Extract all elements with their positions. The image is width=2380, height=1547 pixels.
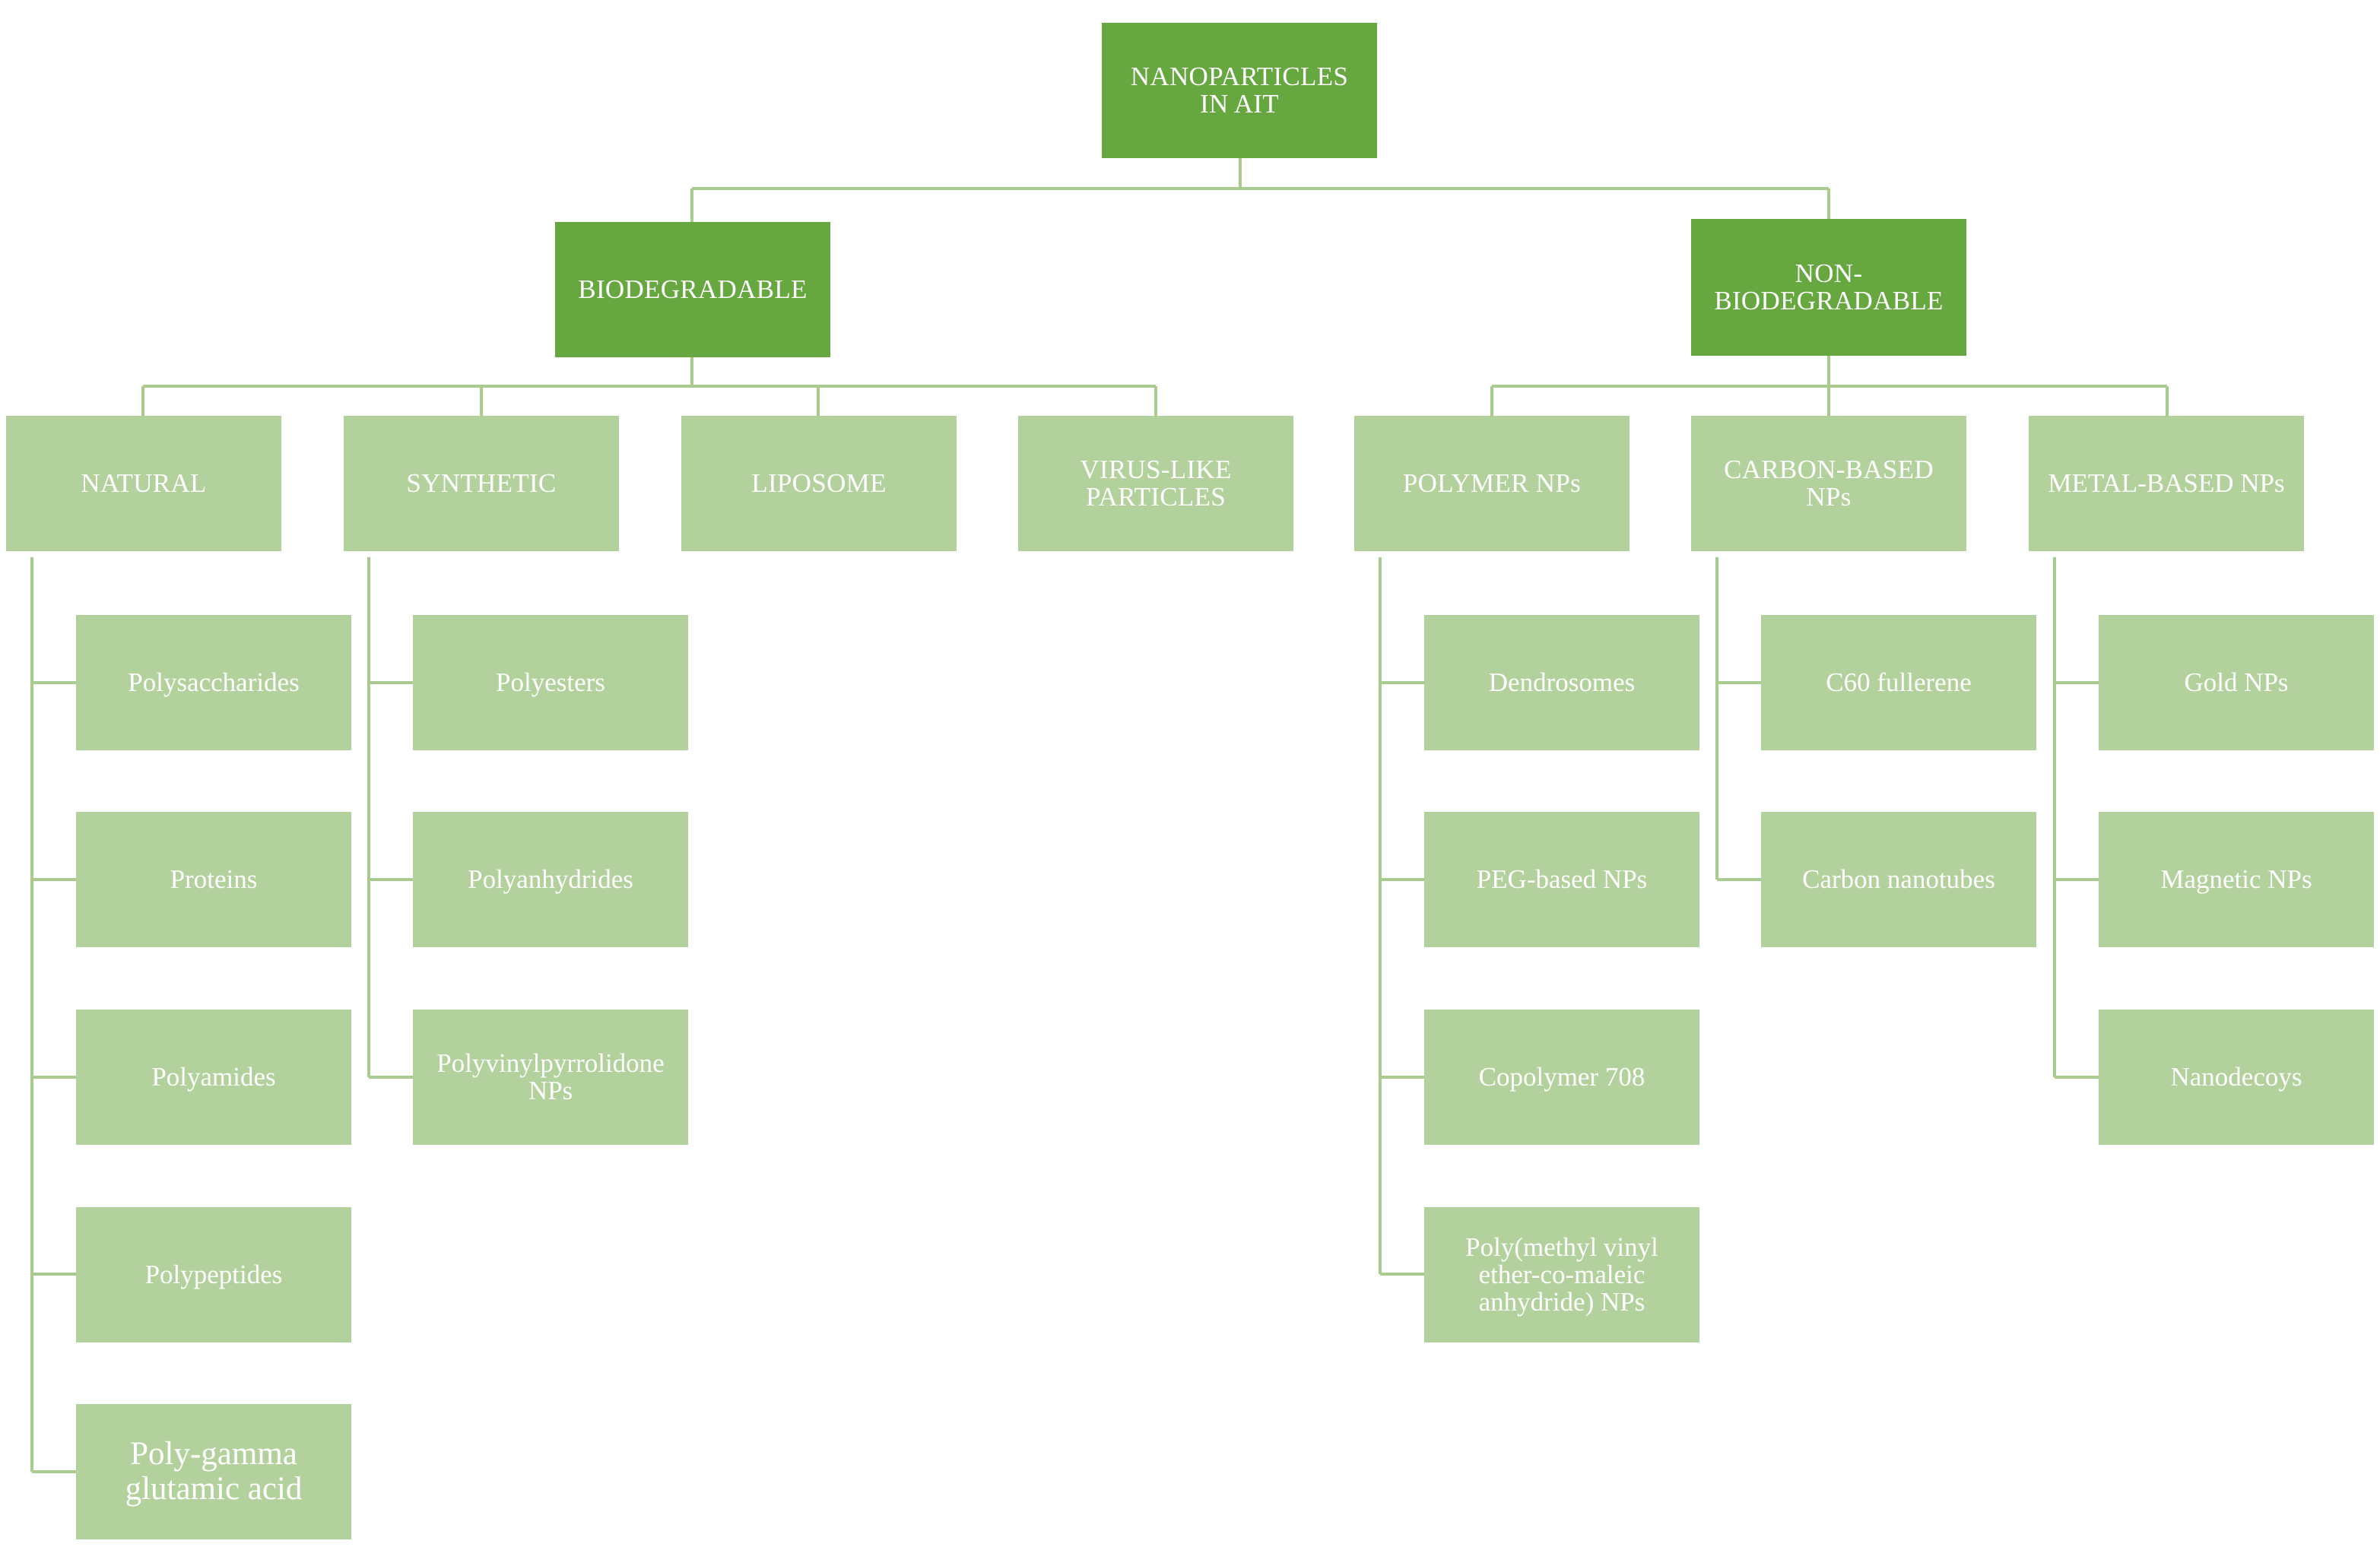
leaf-polysaccharides: Polysaccharides: [76, 615, 351, 750]
leaf-poly-methyl-vinyl-ether-co-maleic-anhydride-nps: Poly(methyl vinyl ether-co-maleic anhydr…: [1424, 1207, 1699, 1343]
root-line-2: IN AIT: [1200, 89, 1279, 119]
category-natural: NATURAL: [6, 416, 281, 551]
leaf-polyesters: Polyesters: [413, 615, 688, 750]
leaf-peg-based-nps: PEG-based NPs: [1424, 812, 1699, 947]
leaf-gold-nps: Gold NPs: [2099, 615, 2374, 750]
root-node: NANOPARTICLES IN AIT: [1102, 23, 1377, 158]
leaf-copolymer-708: Copolymer 708: [1424, 1010, 1699, 1145]
leaf-dendrosomes: Dendrosomes: [1424, 615, 1699, 750]
connector-carbon: [1715, 557, 1761, 881]
category-liposome: LIPOSOME: [681, 416, 957, 551]
connector-metal: [2053, 557, 2099, 1079]
non-biodegradable-node: NON-BIODEGRADABLE: [1691, 219, 1966, 356]
leaf-carbon-nanotubes: Carbon nanotubes: [1761, 812, 2036, 947]
category-virus-like-particles: VIRUS-LIKE PARTICLES: [1018, 416, 1293, 551]
connector-biodegradable: [141, 357, 1157, 416]
connector-synthetic: [367, 557, 413, 1079]
category-synthetic: SYNTHETIC: [344, 416, 619, 551]
category-polymer-nps: POLYMER NPs: [1354, 416, 1630, 551]
connector-non-biodegradable: [1490, 356, 2169, 416]
category-carbon-based-nps: CARBON-BASED NPs: [1691, 416, 1966, 551]
connector-root: [690, 158, 1830, 222]
leaf-magnetic-nps: Magnetic NPs: [2099, 812, 2374, 947]
root-line-1: NANOPARTICLES: [1130, 62, 1349, 92]
leaf-c60-fullerene: C60 fullerene: [1761, 615, 2036, 750]
leaf-polyamides: Polyamides: [76, 1010, 351, 1145]
leaf-poly-gamma-glutamic-acid: Poly-gamma glutamic acid: [76, 1404, 351, 1539]
leaf-polypeptides: Polypeptides: [76, 1207, 351, 1343]
leaf-proteins: Proteins: [76, 812, 351, 947]
leaf-polyvinylpyrrolidone-nps: Polyvinylpyrrolidone NPs: [413, 1010, 688, 1145]
leaf-nanodecoys: Nanodecoys: [2099, 1010, 2374, 1145]
biodegradable-node: BIODEGRADABLE: [555, 222, 830, 357]
connector-polymer: [1379, 557, 1424, 1276]
leaf-polyanhydrides: Polyanhydrides: [413, 812, 688, 947]
category-metal-based-nps: METAL-BASED NPs: [2029, 416, 2304, 551]
connector-natural: [30, 557, 76, 1473]
